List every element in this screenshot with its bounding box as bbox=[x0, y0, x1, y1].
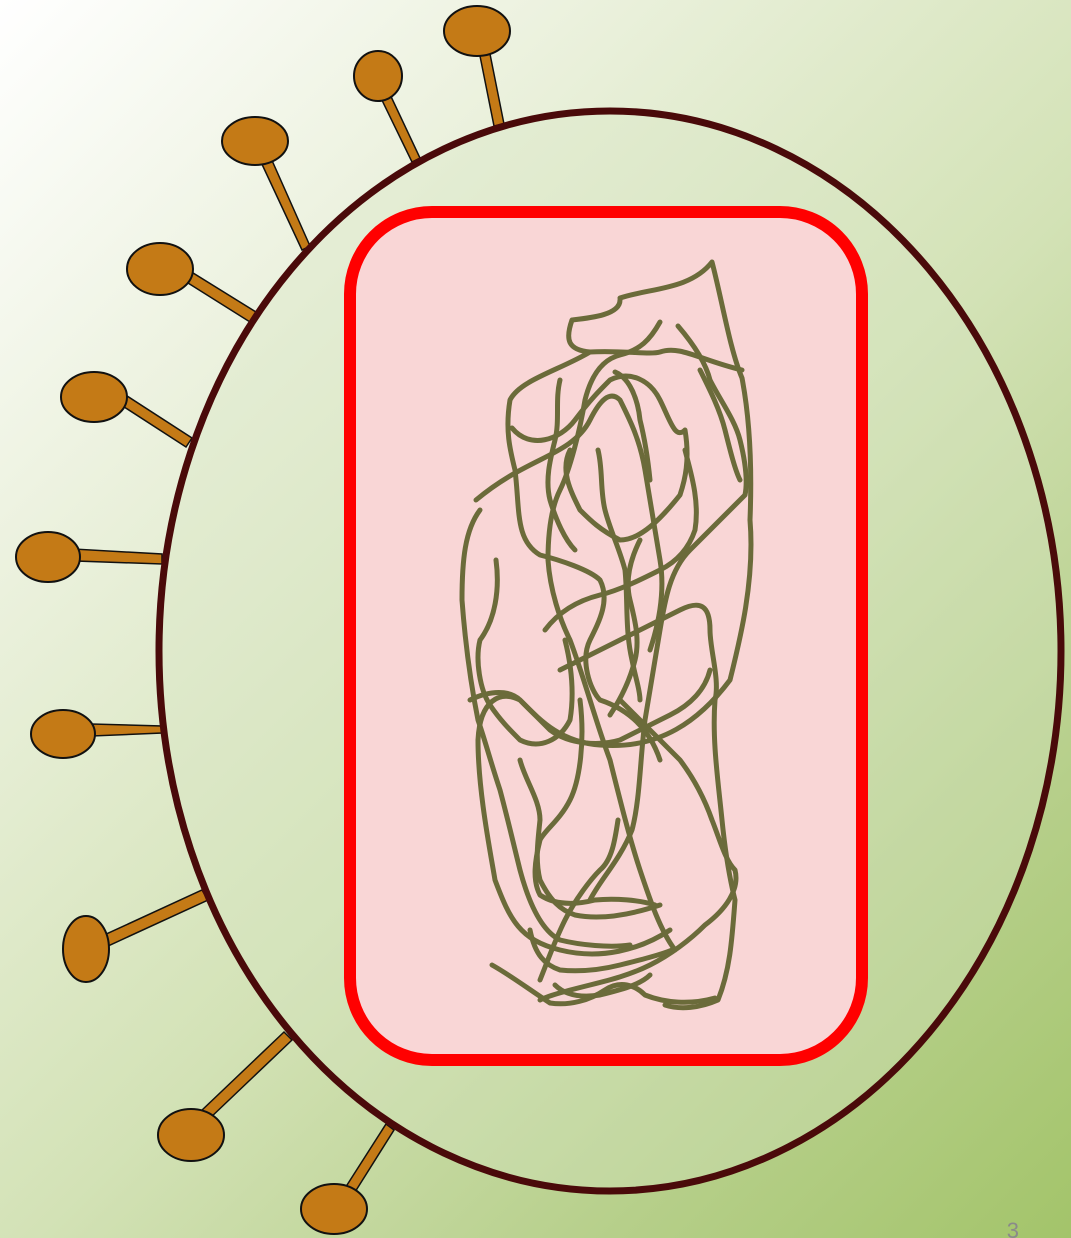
spike-icon bbox=[61, 372, 192, 447]
spike-icon bbox=[16, 532, 162, 582]
spike-icon bbox=[222, 117, 310, 250]
spike-icon bbox=[127, 243, 256, 322]
spike-icon bbox=[354, 51, 420, 162]
capsid bbox=[350, 212, 862, 1060]
spike-icon bbox=[301, 1124, 394, 1234]
spike-icon bbox=[31, 710, 162, 758]
spike-icon bbox=[63, 890, 208, 982]
spike-icon bbox=[158, 1032, 292, 1161]
slide-number: 3 bbox=[1007, 1218, 1019, 1238]
spike-icon bbox=[444, 6, 510, 126]
